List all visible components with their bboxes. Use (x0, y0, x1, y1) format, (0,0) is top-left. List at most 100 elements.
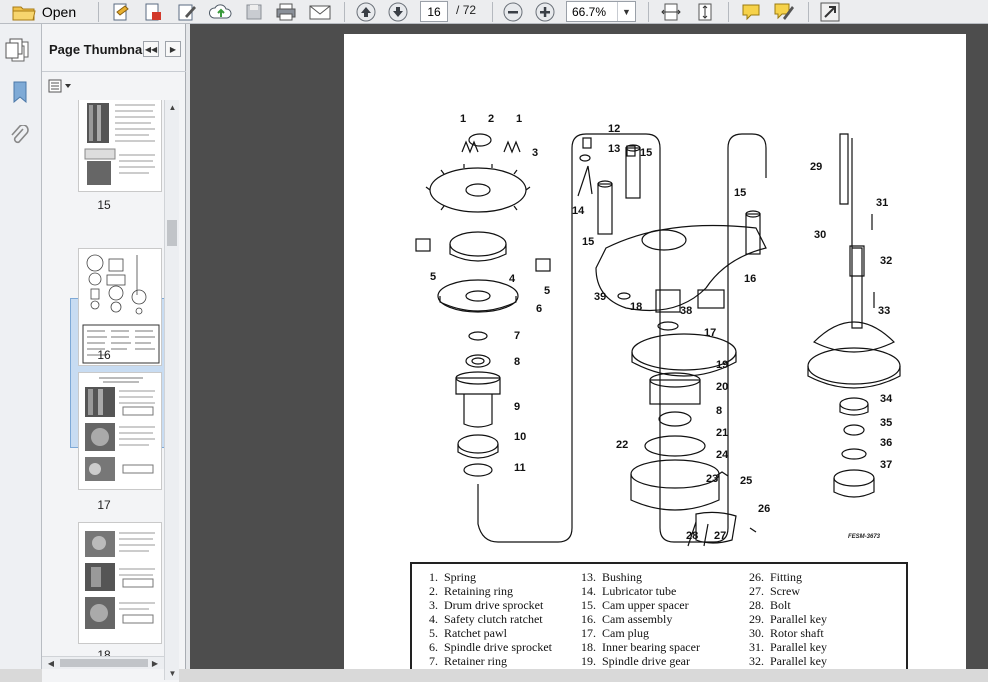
thumbnail-horizontal-scrollbar[interactable]: ◀ ▶ (42, 656, 164, 669)
callout-24: 24 (716, 449, 729, 461)
open-button[interactable]: Open (6, 1, 82, 23)
legend-item: 3.Drum drive sprocket (420, 598, 552, 612)
callout-15b: 15 (582, 236, 594, 248)
thumbnail-label-17: 17 (97, 498, 111, 512)
thumbnails-panel: Page Thumbna... ◀◀ ▶ 15 (5, 24, 186, 682)
legend-item-text: Safety clutch ratchet (444, 612, 543, 626)
open-label: Open (41, 4, 77, 20)
scrollbar-thumb[interactable] (167, 220, 177, 246)
callout-14: 14 (572, 205, 585, 217)
legend-item: 19.Spindle drive gear (578, 654, 700, 668)
panel-thumbnails-icon (5, 38, 23, 59)
scroll-right-icon[interactable]: ▶ (151, 658, 159, 668)
legend-item-text: Parallel key (770, 612, 827, 626)
horizontal-scrollbar-thumb[interactable] (60, 659, 148, 667)
email-icon[interactable] (306, 1, 334, 23)
scroll-up-icon[interactable]: ▲ (168, 102, 177, 112)
legend-item: 18.Inner bearing spacer (578, 640, 700, 654)
pdf-page: 1 2 1 3 4 5 5 6 7 8 9 10 11 12 13 14 15 … (344, 34, 966, 669)
legend-item-text: Cam assembly (602, 612, 673, 626)
legend-item-text: Rotor shaft (770, 626, 824, 640)
legend-item-text: Bolt (770, 598, 791, 612)
scroll-left-icon[interactable]: ◀ (47, 658, 55, 668)
legend-item-number: 19. (581, 654, 596, 668)
expand-panel-button[interactable]: ▶ (165, 41, 181, 57)
zoom-value: 66.7% (572, 4, 607, 19)
legend-item-number: 16. (581, 612, 596, 626)
callout-8a: 8 (514, 356, 520, 368)
legend-item-number: 31. (749, 640, 764, 654)
callout-5b: 5 (544, 285, 550, 297)
callout-35: 35 (880, 417, 892, 429)
bookmarks-icon[interactable] (7, 78, 33, 106)
page-number-input[interactable]: 16 (420, 1, 448, 22)
panel-splitter[interactable] (186, 24, 190, 669)
previous-page-icon[interactable] (354, 1, 378, 23)
legend-item-text: Spring (444, 570, 477, 584)
legend-item: 26.Fitting (746, 570, 827, 584)
callout-1b: 1 (516, 113, 522, 125)
sign-icon[interactable] (770, 1, 798, 23)
callout-32: 32 (880, 255, 892, 267)
upload-cloud-icon[interactable] (206, 1, 236, 23)
callout-27: 27 (714, 530, 726, 542)
comment-icon[interactable] (738, 1, 764, 23)
legend-item: 14.Lubricator tube (578, 584, 700, 598)
callout-33: 33 (878, 305, 890, 317)
thumbnail-page-15[interactable] (78, 100, 162, 192)
legend-item: 29.Parallel key (746, 612, 827, 626)
callout-10: 10 (514, 431, 526, 443)
print-icon[interactable] (274, 1, 298, 23)
legend-item: 31.Parallel key (746, 640, 827, 654)
thumbnail-page-18[interactable] (78, 522, 162, 644)
callout-4: 4 (509, 273, 516, 285)
legend-item: 7.Retainer ring (420, 654, 552, 668)
zoom-out-icon[interactable] (500, 1, 526, 23)
callout-17: 17 (704, 327, 716, 339)
collapse-panel-button[interactable]: ◀◀ (143, 41, 159, 57)
legend-item: 4.Safety clutch ratchet (420, 612, 552, 626)
legend-item: 16. Cam assembly (578, 612, 700, 626)
callout-36: 36 (880, 437, 892, 449)
legend-item-number: 28. (749, 598, 764, 612)
callout-16: 16 (744, 273, 756, 285)
callout-25: 25 (740, 475, 752, 487)
legend-item: 2.Retaining ring (420, 584, 552, 598)
main-toolbar: Open 16 / 72 66.7% ▼ (0, 0, 988, 24)
thumbnail-options-button[interactable] (48, 78, 74, 94)
save-icon[interactable] (242, 1, 266, 23)
thumbnail-vertical-scrollbar[interactable]: ▲ ▼ (164, 100, 179, 680)
edit-icon[interactable] (174, 1, 200, 23)
folder-icon (12, 6, 36, 21)
scroll-down-icon[interactable]: ▼ (168, 668, 177, 678)
thumbnail-list: 15 16 (42, 100, 179, 682)
fit-page-icon[interactable] (692, 1, 718, 23)
legend-item-number: 6. (429, 640, 438, 654)
callout-6: 6 (536, 303, 542, 315)
export-pdf-icon[interactable] (140, 1, 166, 23)
legend-item-number: 5. (429, 626, 438, 640)
callout-28: 28 (686, 530, 698, 542)
fit-width-icon[interactable] (658, 1, 684, 23)
zoom-select[interactable]: 66.7% ▼ (566, 1, 636, 22)
create-icon[interactable] (108, 1, 134, 23)
figure-reference: FESM-3673 (848, 534, 881, 540)
zoom-in-icon[interactable] (532, 1, 558, 23)
legend-item-text: Retainer ring (444, 654, 507, 668)
callout-11: 11 (514, 462, 526, 474)
document-viewport: 1 2 1 3 4 5 5 6 7 8 9 10 11 12 13 14 15 … (190, 24, 988, 669)
attachments-icon[interactable] (7, 122, 33, 150)
legend-item-number: 2. (429, 584, 438, 598)
full-screen-icon[interactable] (816, 1, 844, 23)
legend-item-text: Drum drive sprocket (444, 598, 544, 612)
callout-23: 23 (706, 473, 718, 485)
thumbnail-page-16[interactable] (78, 248, 162, 366)
next-page-icon[interactable] (386, 1, 410, 23)
callout-39: 39 (594, 291, 606, 303)
legend-item: 27.Screw (746, 584, 827, 598)
legend-item: 6.Spindle drive sprocket (420, 640, 552, 654)
legend-item-text: Inner bearing spacer (602, 640, 700, 654)
chevron-down-icon[interactable]: ▼ (617, 2, 635, 21)
thumbnail-page-17[interactable] (78, 372, 162, 490)
